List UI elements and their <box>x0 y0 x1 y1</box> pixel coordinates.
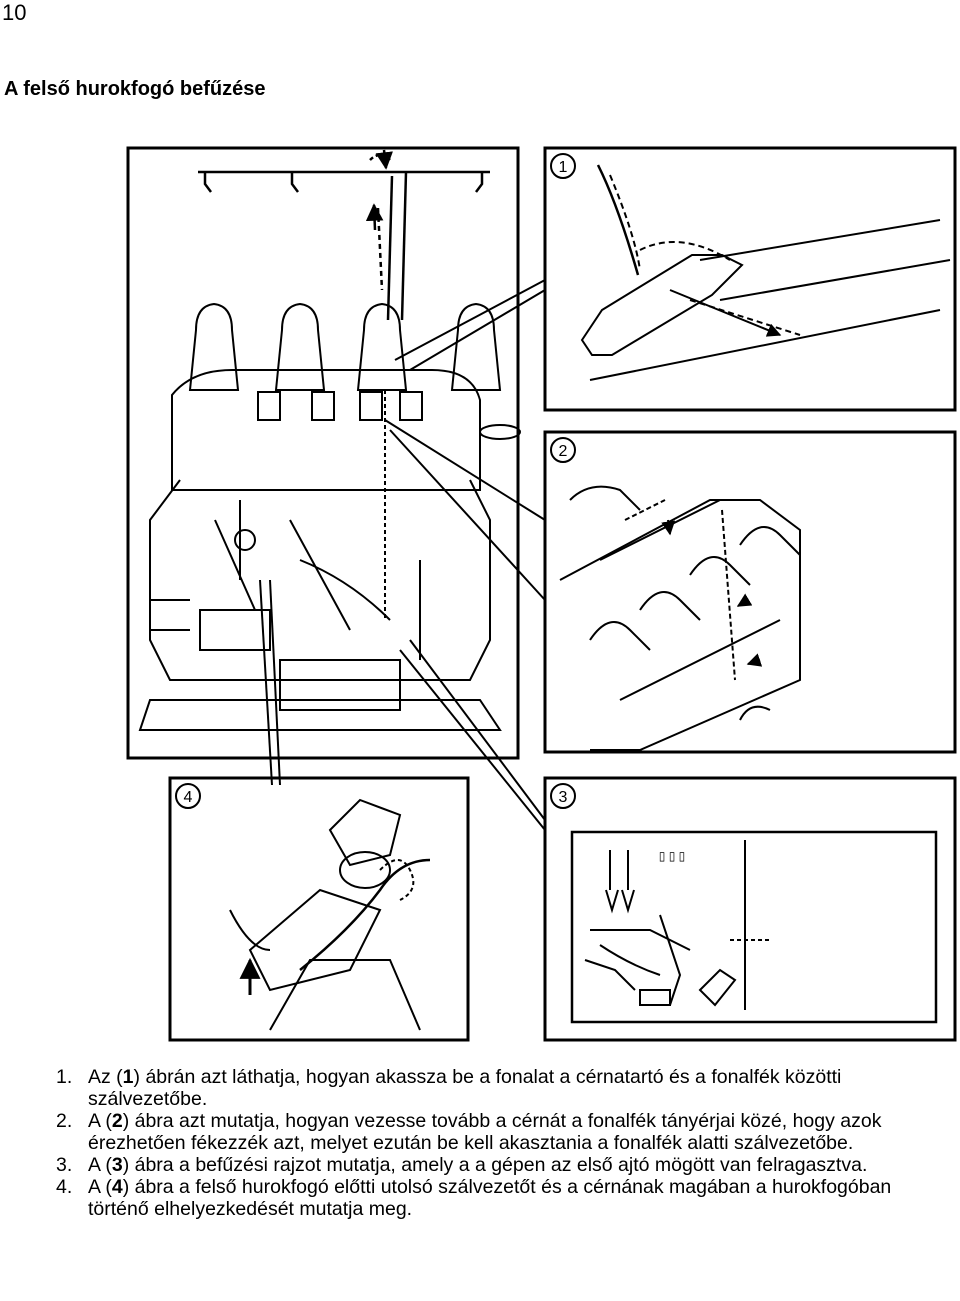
instruction-item: 3.A (3) ábra a befűzési rajzot mutatja, … <box>56 1154 868 1176</box>
machine-body <box>138 369 502 731</box>
panel-3-label: 3 <box>559 789 568 806</box>
figure-ref: 2 <box>111 1110 123 1132</box>
figure-ref: 1 <box>122 1066 134 1088</box>
panel-3 <box>543 776 957 1042</box>
instruction-list: 1.Az (1) ábrán azt láthatja, hogyan akas… <box>56 1066 956 1220</box>
panel-1 <box>543 146 957 412</box>
panel-2 <box>543 430 957 754</box>
section-title: A felső hurokfogó befűzése <box>4 78 266 100</box>
item-number: 3. <box>56 1154 73 1176</box>
machine-frame <box>126 146 520 760</box>
threading-illustration: 1 2 3 4 ▯ ▯ ▯ <box>126 146 957 1042</box>
figure-ref: 3 <box>111 1154 123 1176</box>
panel-1-label: 1 <box>559 159 568 176</box>
panel-4 <box>168 776 470 1042</box>
panel-2-label: 2 <box>559 443 568 460</box>
callout-lines <box>259 279 546 831</box>
page-number: 10 <box>2 0 27 25</box>
panel-4-label: 4 <box>184 789 193 806</box>
item-number: 1. <box>56 1066 73 1088</box>
item-number: 2. <box>56 1110 73 1132</box>
panel-3-marks: ▯ ▯ ▯ <box>659 849 685 863</box>
instruction-item: 2.A (2) ábra azt mutatja, hogyan vezesse… <box>56 1110 882 1154</box>
panel-1-label-circle <box>550 153 576 179</box>
machine-drawing <box>126 146 546 831</box>
thread-cones <box>188 302 521 440</box>
thread-stand <box>198 149 490 321</box>
instruction-item: 1.Az (1) ábrán azt láthatja, hogyan akas… <box>56 1066 842 1110</box>
instruction-item: 4.A (4) ábra a felső hurokfogó előtti ut… <box>56 1176 892 1220</box>
figure-ref: 4 <box>111 1176 123 1198</box>
item-number: 4. <box>56 1176 73 1198</box>
